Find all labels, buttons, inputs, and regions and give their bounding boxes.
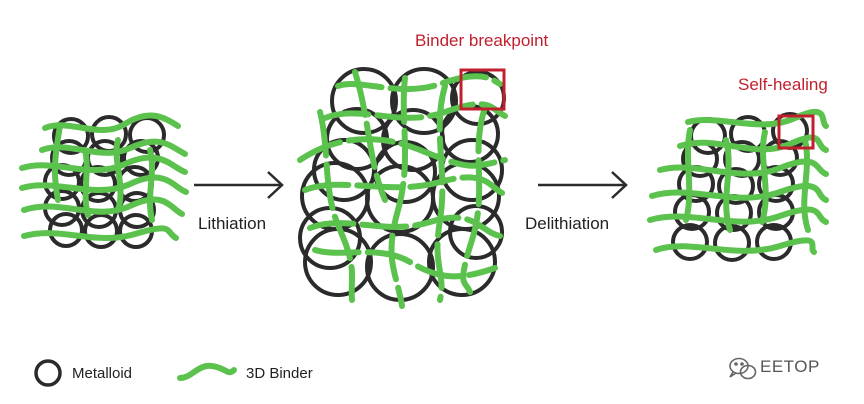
- watermark-text: EETOP: [760, 357, 820, 376]
- legend-binder-label: 3D Binder: [246, 365, 313, 382]
- pristine-electrode: [43, 115, 166, 249]
- legend-binder-swatch: [177, 362, 237, 381]
- broken-binder-network: [297, 69, 508, 309]
- lithiation-label: Lithiation: [198, 214, 267, 233]
- pristine-binder-network: [19, 112, 189, 241]
- self-healing-label: Self-healing: [738, 75, 828, 94]
- breakpoint-box: [459, 68, 506, 111]
- legend-metalloid-label: Metalloid: [72, 365, 133, 382]
- lithiation-arrow: [194, 171, 284, 199]
- wechat-icon: [729, 357, 757, 380]
- healed-binder-network: [647, 109, 829, 255]
- delithiation-arrow: [538, 171, 628, 199]
- delithiation-label: Delithiation: [525, 214, 610, 233]
- self-healing-box: [777, 114, 815, 150]
- binder-breakpoint-label: Binder breakpoint: [415, 31, 549, 50]
- legend-metalloid-swatch: [34, 359, 62, 387]
